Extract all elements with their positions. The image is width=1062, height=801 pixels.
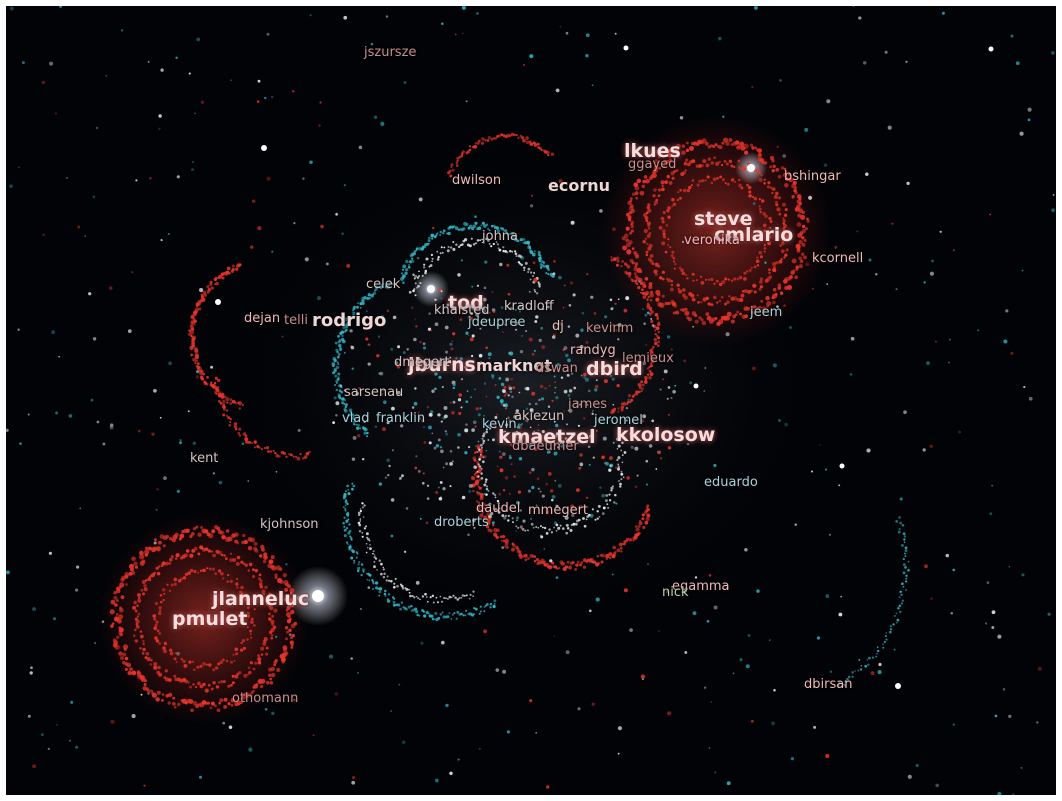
label-akiezun: akiezun xyxy=(514,409,565,424)
label-mmegert: mmegert xyxy=(528,503,589,518)
label-bshingar: bshingar xyxy=(784,169,841,184)
label-dj: dj xyxy=(552,319,564,334)
label-randyg: randyg xyxy=(570,343,616,358)
label-kcornell: kcornell xyxy=(812,251,864,266)
label-kevinm: kevinm xyxy=(586,321,634,336)
label-kkolosow: kkolosow xyxy=(616,424,716,446)
label-kmaetzel: kmaetzel xyxy=(498,426,596,448)
label-dejan: dejan xyxy=(244,311,281,326)
label-telli: telli xyxy=(284,313,308,328)
label-jdeupree: jdeupree xyxy=(468,315,526,330)
label-jszursze: jszursze xyxy=(364,45,417,60)
label-jburns: jburns xyxy=(408,354,476,376)
label-pmulet: pmulet xyxy=(172,608,248,630)
label-jlanneluc: jlanneluc xyxy=(212,588,310,610)
label-vlad: vlad xyxy=(342,411,370,426)
developer-network-visualization xyxy=(6,6,1055,795)
label-steve: steve xyxy=(694,208,753,230)
label-daudel: daudel xyxy=(476,501,521,516)
label-dswan: dswan xyxy=(536,361,578,376)
label-jeromel: jeromel xyxy=(594,413,643,428)
label-nick: nick xyxy=(662,585,689,600)
label-kevin: kevin xyxy=(482,417,517,432)
label-celek: celek xyxy=(366,277,401,292)
label-sarsenau: sarsenau xyxy=(344,385,404,400)
label-dbird: dbird xyxy=(586,358,643,380)
label-james: james xyxy=(568,397,608,412)
label-veronika: veronika xyxy=(684,233,740,248)
label-dwilson: dwilson xyxy=(452,173,502,188)
label-dbaeumer: dbaeumer xyxy=(512,439,579,454)
label-lkues: lkues xyxy=(624,140,681,162)
label-ecornu: ecornu xyxy=(548,176,610,195)
label-kjohnson: kjohnson xyxy=(260,517,319,532)
label-marknot: marknot xyxy=(476,356,553,375)
label-kent: kent xyxy=(190,451,219,466)
label-kradloff: kradloff xyxy=(504,299,554,314)
label-lemieux: lemieux xyxy=(622,351,674,366)
label-ggayed: ggayed xyxy=(628,157,677,172)
node-dots-layer xyxy=(6,6,1055,795)
label-cmlario: cmlario xyxy=(714,224,794,246)
label-dmegert: dmegert xyxy=(394,355,450,370)
label-tod: tod xyxy=(448,292,484,314)
label-franklin: franklin xyxy=(376,411,426,426)
label-johna: johna xyxy=(482,229,519,244)
label-egamma: egamma xyxy=(672,579,730,594)
label-eduardo: eduardo xyxy=(704,475,758,490)
label-jeem: jeem xyxy=(750,305,783,320)
label-droberts: droberts xyxy=(434,515,489,530)
visualization-frame: jszursze lkues ggayed bshingar dwilson e… xyxy=(6,6,1056,795)
label-dbirsan: dbirsan xyxy=(804,677,853,692)
label-khalsted: khalsted xyxy=(434,303,490,318)
label-rodrigo: rodrigo xyxy=(312,310,387,331)
label-othomann: othomann xyxy=(232,691,299,706)
